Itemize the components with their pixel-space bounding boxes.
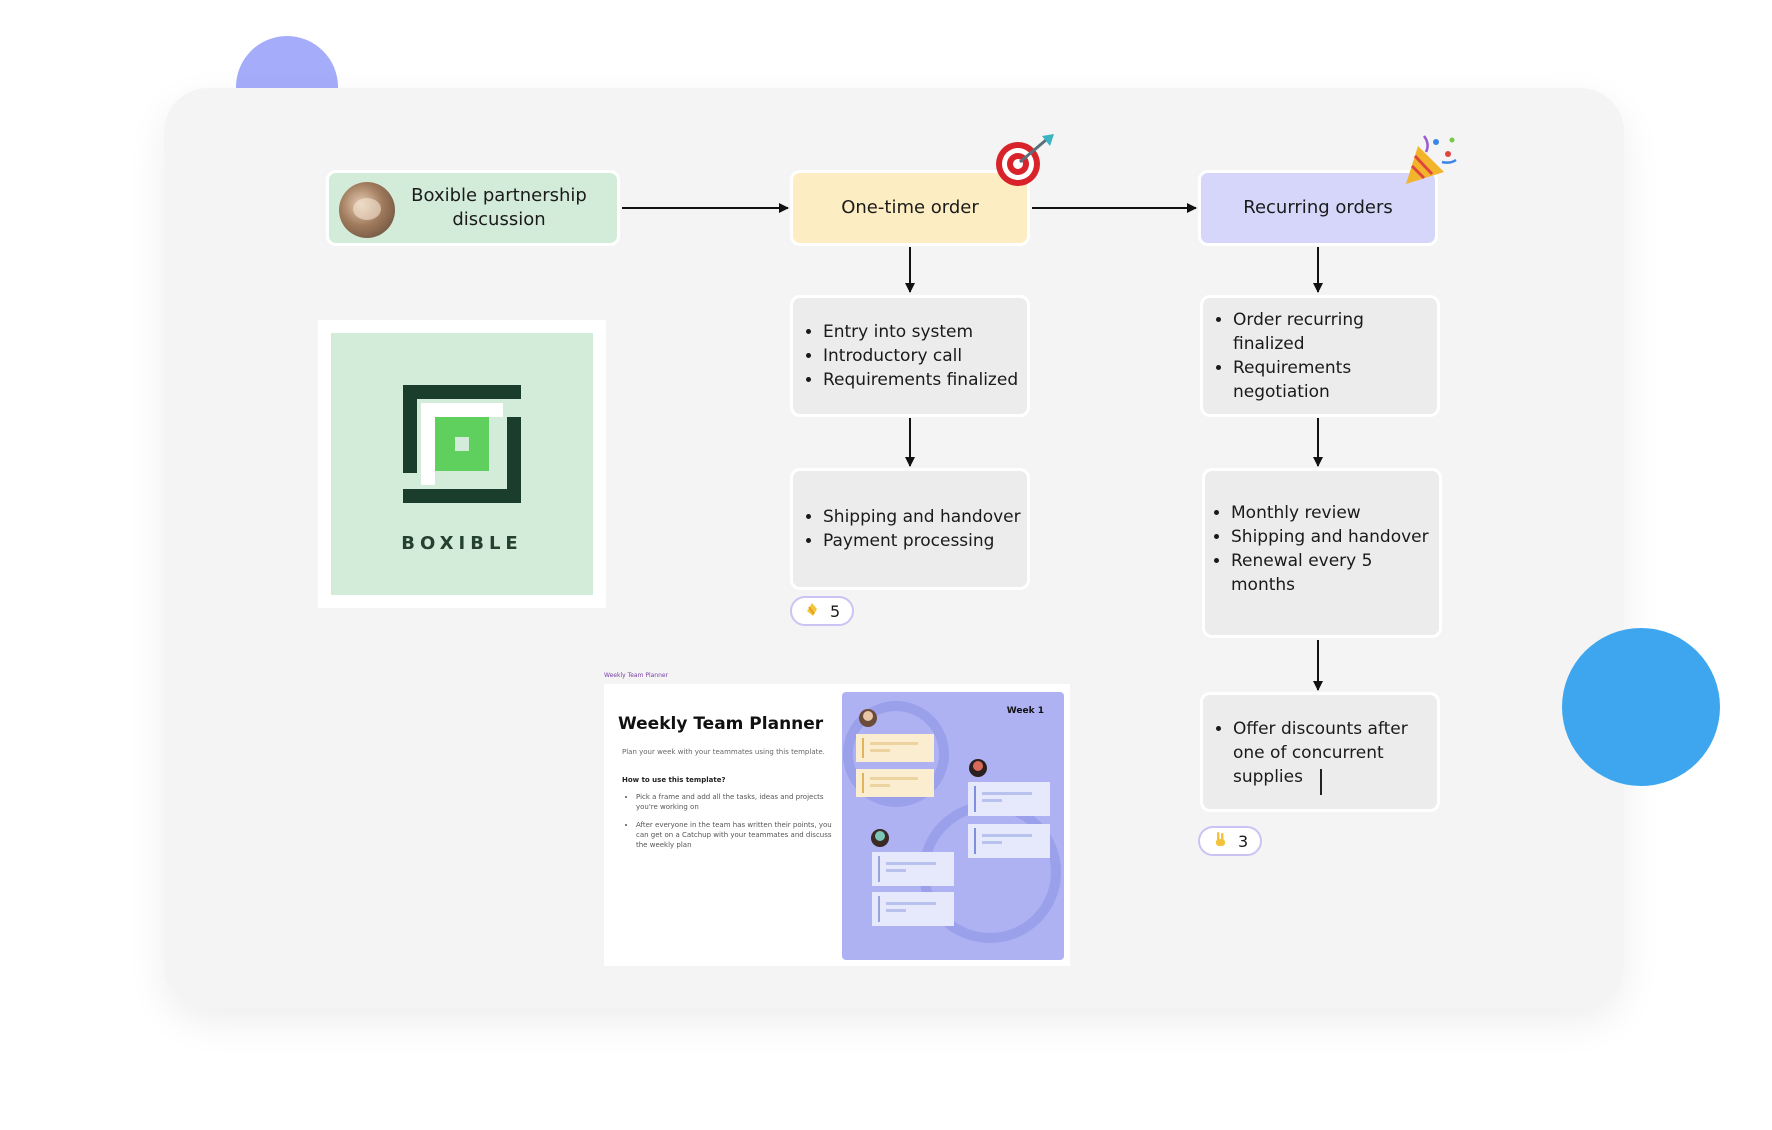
- weekly-team-planner-frame[interactable]: Weekly Team Planner Plan your week with …: [604, 684, 1070, 966]
- target-icon: [996, 134, 1054, 186]
- reaction-count: 5: [830, 601, 841, 621]
- list-item: Order recurring finalized: [1233, 308, 1437, 356]
- list-item: After everyone in the team has written t…: [636, 820, 836, 850]
- reaction-badge-clap[interactable]: 5: [790, 596, 854, 626]
- reaction-count: 3: [1238, 831, 1249, 851]
- planner-board-illustration: [843, 701, 1061, 943]
- list-item: Shipping and handover: [1231, 525, 1439, 549]
- node-one-time-order[interactable]: One-time order: [790, 170, 1030, 246]
- boxible-logo-card[interactable]: BOXIBLE: [318, 320, 606, 608]
- avatar: [339, 182, 395, 238]
- party-popper-icon: [1406, 135, 1457, 184]
- list-item: Payment processing: [823, 529, 1021, 553]
- card-recurring-setup[interactable]: Order recurring finalized Requirements n…: [1200, 295, 1440, 417]
- planner-steps: Pick a frame and add all the tasks, idea…: [622, 792, 836, 858]
- planner-title: Weekly Team Planner: [618, 714, 824, 734]
- node-label: One-time order: [841, 197, 979, 218]
- bullet-list: Entry into system Introductory call Requ…: [793, 320, 1018, 392]
- list-item: Shipping and handover: [823, 505, 1021, 529]
- card-one-time-steps[interactable]: Entry into system Introductory call Requ…: [790, 295, 1030, 417]
- card-one-time-fulfillment[interactable]: Shipping and handover Payment processing: [790, 468, 1030, 590]
- decorative-circle-blue: [1562, 628, 1720, 786]
- node-label: Boxible partnership discussion: [411, 185, 587, 230]
- planner-board-panel: Week 1: [842, 692, 1064, 960]
- victory-hand-icon: [1212, 831, 1228, 851]
- bullet-list: Order recurring finalized Requirements n…: [1203, 308, 1437, 404]
- list-item: Monthly review: [1231, 501, 1439, 525]
- bullet-list: Monthly review Shipping and handover Ren…: [1205, 501, 1439, 597]
- planner-subtitle: Plan your week with your teammates using…: [622, 748, 825, 756]
- logo-background: BOXIBLE: [331, 333, 593, 595]
- list-item: Introductory call: [823, 344, 1018, 368]
- node-recurring-orders[interactable]: Recurring orders: [1198, 170, 1438, 246]
- planner-frame-tag[interactable]: Weekly Team Planner: [604, 672, 669, 679]
- list-item: Requirements finalized: [823, 368, 1018, 392]
- list-item: Renewal every 5 months: [1231, 549, 1439, 597]
- reaction-badge-victory[interactable]: 3: [1198, 826, 1262, 856]
- list-item: Entry into system: [823, 320, 1018, 344]
- card-recurring-cycle[interactable]: Monthly review Shipping and handover Ren…: [1202, 468, 1442, 638]
- list-item: Offer discounts after one of concurrent …: [1233, 717, 1437, 789]
- bullet-list: Offer discounts after one of concurrent …: [1203, 717, 1437, 789]
- boxible-logo-mark: [403, 385, 521, 503]
- planner-how-heading: How to use this template?: [622, 776, 726, 784]
- text-cursor: [1320, 769, 1322, 795]
- boxible-wordmark: BOXIBLE: [401, 533, 523, 554]
- bullet-list: Shipping and handover Payment processing: [793, 505, 1021, 553]
- clapping-hands-icon: [804, 601, 820, 621]
- list-item: Pick a frame and add all the tasks, idea…: [636, 792, 836, 812]
- node-label: Recurring orders: [1243, 197, 1393, 218]
- list-item: Requirements negotiation: [1233, 356, 1437, 404]
- planner-week-label: Week 1: [1006, 706, 1044, 716]
- node-boxible-partnership[interactable]: Boxible partnership discussion: [326, 170, 620, 246]
